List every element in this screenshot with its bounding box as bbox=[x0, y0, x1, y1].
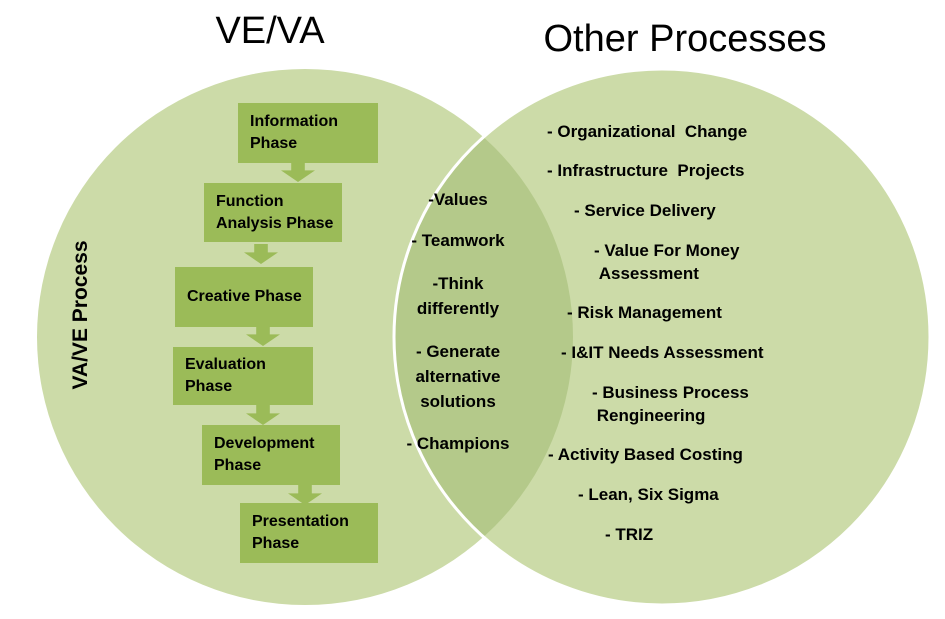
other-process-item-iit-needs-assessment: - I&IT Needs Assessment bbox=[561, 343, 764, 362]
phase-box-creative: Creative Phase bbox=[175, 267, 313, 327]
other-process-item-risk-management: - Risk Management bbox=[567, 303, 722, 322]
other-process-item-organizational-change: - Organizational Change bbox=[547, 122, 748, 141]
title-ve-va: VE/VA bbox=[215, 10, 325, 52]
phase-box-label: Creative Phase bbox=[187, 288, 302, 305]
intersection-item-values: -Values bbox=[428, 190, 488, 209]
other-process-item-service-delivery: - Service Delivery bbox=[574, 201, 716, 220]
other-process-item-business-process-rengineering: - Business Process Rengineering bbox=[592, 383, 749, 425]
other-process-item-infrastructure-projects: - Infrastructure Projects bbox=[547, 161, 745, 180]
side-label-va-ve-process: VA/VE Process bbox=[69, 240, 92, 390]
venn-intersection-region bbox=[394, 69, 573, 605]
intersection-item-teamwork: - Teamwork bbox=[411, 231, 505, 250]
title-other-processes: Other Processes bbox=[543, 18, 827, 60]
other-process-item-triz: - TRIZ bbox=[605, 525, 654, 544]
right-circle-outline bbox=[392, 67, 932, 607]
intersection-item-champions: - Champions bbox=[406, 434, 510, 453]
other-process-item-value-for-money-assessment: - Value For Money Assessment bbox=[594, 241, 740, 283]
other-process-item-activity-based-costing: - Activity Based Costing bbox=[548, 445, 743, 464]
other-process-item-lean-six-sigma: - Lean, Six Sigma bbox=[578, 485, 719, 504]
